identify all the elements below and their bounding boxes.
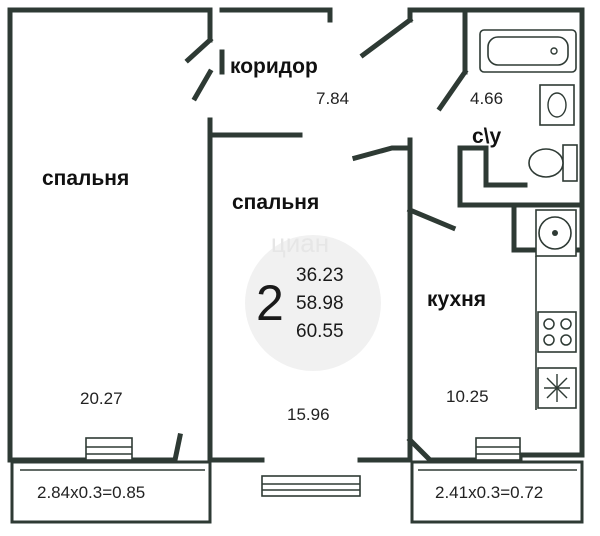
watermark: циан: [271, 228, 329, 258]
kitchen-sink-icon: [535, 209, 577, 257]
room-label-corridor: коридор: [230, 55, 318, 78]
total-with-balconies: 60.55: [296, 321, 344, 342]
rooms-count: 2: [256, 275, 284, 331]
living-area: 36.23: [296, 265, 344, 286]
balcony-right-formula: 2.41x0.3=0.72: [435, 483, 543, 502]
stove-icon: [537, 311, 577, 353]
partition-walls: [172, 7, 585, 463]
total-area: 58.98: [296, 293, 344, 314]
window-right: [475, 437, 521, 461]
fridge-icon: [537, 367, 577, 409]
window-mid: [261, 475, 361, 497]
room-label-bedroom-mid: спальня: [232, 191, 319, 214]
area-kitchen: 10.25: [446, 387, 489, 406]
area-bedroom-left: 20.27: [80, 389, 123, 408]
balcony-left-outline: [10, 460, 212, 524]
balcony-left-formula: 2.84x0.3=0.85: [37, 483, 145, 502]
area-bathroom: 4.66: [470, 89, 503, 108]
area-bedroom-mid: 15.96: [287, 405, 330, 424]
balcony-right-outline: [410, 460, 584, 524]
bathtub-icon: [479, 29, 577, 73]
window-left: [85, 437, 133, 461]
area-corridor: 7.84: [316, 89, 349, 108]
room-label-bathroom: с\у: [472, 125, 502, 148]
summary-badge: [245, 235, 381, 371]
room-label-kitchen: кухня: [427, 288, 486, 311]
toilet-icon: [528, 144, 578, 182]
bathroom-sink-icon: [539, 84, 575, 126]
room-label-bedroom-left: спальня: [42, 167, 129, 190]
